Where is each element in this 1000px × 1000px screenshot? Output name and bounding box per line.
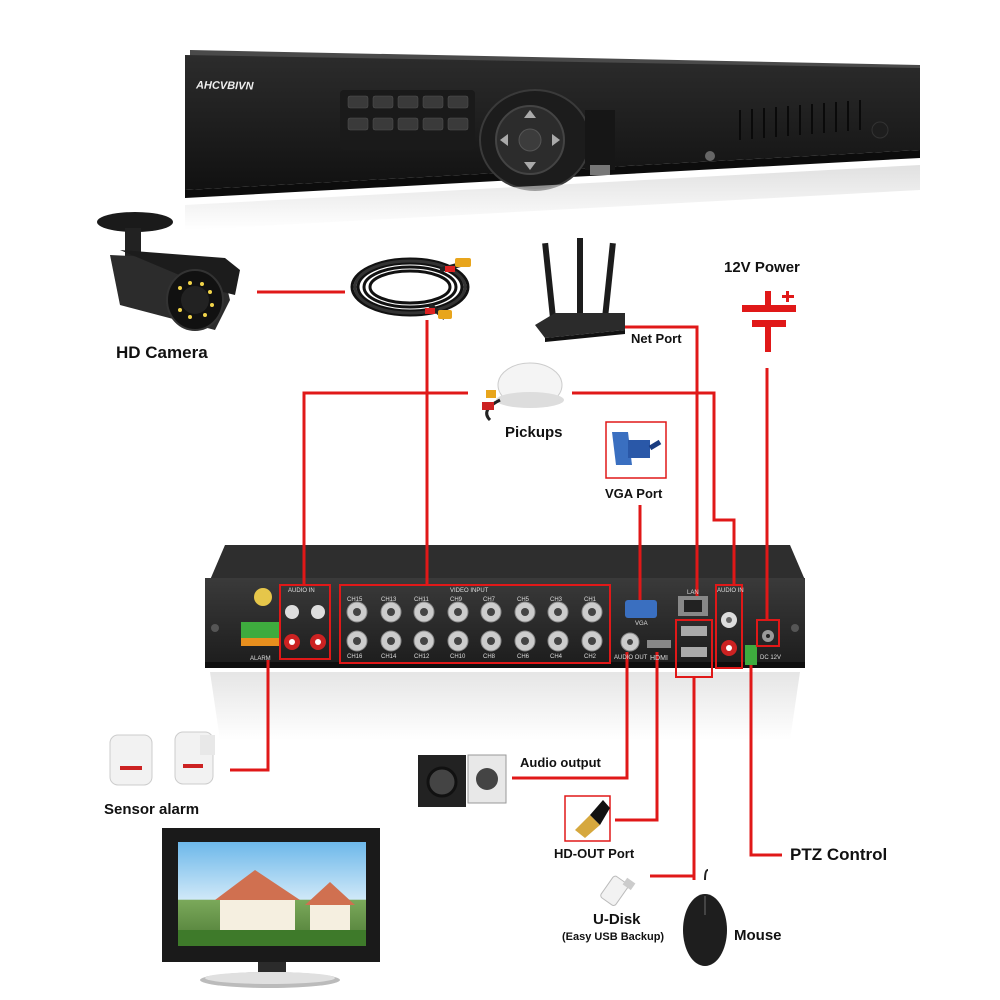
dc12v-label: DC 12V	[760, 655, 782, 661]
hdmi-cable	[564, 795, 611, 842]
channel-label: CH8	[483, 654, 496, 660]
channel-label: CH3	[550, 597, 563, 603]
router-device	[535, 238, 625, 342]
mouse-device	[683, 869, 727, 966]
hd-camera-device	[97, 212, 240, 331]
vga-port-label: VGA Port	[605, 486, 663, 501]
channel-label: CH11	[414, 597, 429, 603]
connection-wires	[230, 290, 782, 880]
mouse-label: Mouse	[734, 927, 782, 944]
audio-in-right-label: AUDIO IN	[717, 588, 744, 594]
channel-label: CH7	[483, 597, 496, 603]
audio-output-label: Audio output	[520, 755, 601, 770]
channel-label: CH1	[584, 597, 597, 603]
power-symbol	[742, 291, 796, 352]
monitor-device	[162, 828, 380, 988]
channel-label: CH6	[517, 654, 530, 660]
udisk-label: U-Disk	[593, 911, 641, 928]
hdmi-label: HDMI	[650, 655, 668, 662]
dvr-front-unit	[185, 50, 920, 230]
udisk-note-label: (Easy USB Backup)	[562, 931, 665, 943]
alarm-label: ALARM	[250, 656, 271, 662]
channel-label: CH12	[414, 654, 430, 660]
sensor-alarm-devices	[109, 731, 215, 786]
hd-camera-label: HD Camera	[116, 343, 208, 362]
audio-out-label: AUDIO OUT	[614, 655, 648, 661]
lan-label: LAN	[687, 590, 699, 596]
channel-label: CH16	[347, 654, 363, 660]
vga-label: VGA	[635, 621, 648, 627]
channel-label: CH9	[450, 597, 463, 603]
usb-stick	[600, 875, 636, 906]
dvr-rear-unit	[205, 545, 805, 740]
coax-cable-coil	[350, 257, 471, 320]
channel-label: CH2	[584, 654, 597, 660]
ptz-control-label: PTZ Control	[790, 845, 888, 864]
power-label: 12V Power	[724, 259, 800, 276]
hdout-port-label: HD-OUT Port	[554, 846, 635, 861]
vga-connector	[605, 421, 667, 479]
sensor-alarm-label: Sensor alarm	[104, 801, 200, 818]
net-port-label: Net Port	[631, 331, 682, 346]
channel-label: CH5	[517, 597, 530, 603]
pickups-label: Pickups	[505, 424, 563, 441]
channel-label: CH14	[381, 654, 397, 660]
brand-logo: AHCVBIVN	[195, 79, 254, 93]
pickup-microphone-device	[482, 362, 564, 422]
video-input-label: VIDEO INPUT	[450, 588, 489, 594]
channel-label: CH15	[347, 597, 363, 603]
channel-label: CH13	[381, 597, 397, 603]
channel-label: CH10	[450, 654, 466, 660]
audio-in-left-label: AUDIO IN	[288, 588, 315, 594]
speakers-device	[418, 754, 507, 807]
channel-label: CH4	[550, 654, 563, 660]
